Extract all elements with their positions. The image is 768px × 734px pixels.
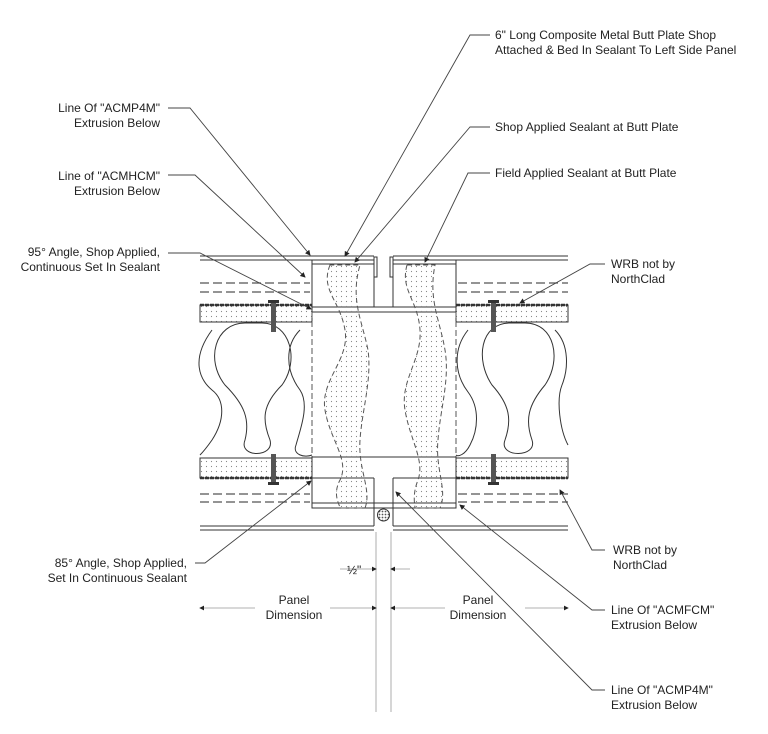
label-butt-plate-1: 6" Long Composite Metal Butt Plate Shop xyxy=(495,28,716,42)
outer-skin-bottom xyxy=(200,525,568,531)
label-angle85-1: 85° Angle, Shop Applied, xyxy=(55,556,187,570)
label-acmhcm-2: Extrusion Below xyxy=(74,184,160,198)
label-angle85-2: Set In Continuous Sealant xyxy=(48,571,188,585)
label-wrb-top-1: WRB not by xyxy=(611,257,675,271)
sealant-beads xyxy=(323,264,447,509)
label-acmfcm-1: Line Of "ACMFCM" xyxy=(611,603,714,617)
dimension-lines xyxy=(199,532,569,712)
label-acmfcm-2: Extrusion Below xyxy=(611,618,697,632)
label-wrb-bottom-1: WRB not by xyxy=(613,543,677,557)
label-acmp4m-top-1: Line Of "ACMP4M" xyxy=(58,101,160,115)
leader-lines xyxy=(168,34,605,691)
label-wrb-top-2: NorthClad xyxy=(611,272,665,286)
label-joint-width: ½" xyxy=(347,563,361,577)
label-acmp4m-top-2: Extrusion Below xyxy=(74,116,160,130)
label-butt-plate-2: Attached & Bed In Sealant To Left Side P… xyxy=(495,43,736,57)
label-acmhcm-1: Line of "ACMHCM" xyxy=(58,169,160,183)
outer-skin-top xyxy=(200,255,568,261)
label-panel-dim-right-1: Panel xyxy=(463,593,494,607)
label-acmp4m-bottom-1: Line Of "ACMP4M" xyxy=(611,683,713,697)
label-angle95-1: 95° Angle, Shop Applied, xyxy=(28,245,160,259)
fastener-screws xyxy=(268,300,499,485)
label-wrb-bottom-2: NorthClad xyxy=(613,558,667,572)
label-shop-sealant: Shop Applied Sealant at Butt Plate xyxy=(495,120,679,134)
label-panel-dim-right-2: Dimension xyxy=(450,608,507,622)
batt-insulation-left xyxy=(198,322,313,457)
batt-insulation-right xyxy=(455,322,569,457)
panel-layers xyxy=(199,282,569,503)
label-panel-dim-left-1: Panel xyxy=(279,593,310,607)
label-angle95-2: Continuous Set In Sealant xyxy=(21,260,161,274)
backer-rod xyxy=(377,508,390,522)
label-acmp4m-bottom-2: Extrusion Below xyxy=(611,698,697,712)
label-field-sealant: Field Applied Sealant at Butt Plate xyxy=(495,166,677,180)
label-panel-dim-left-2: Dimension xyxy=(266,608,323,622)
